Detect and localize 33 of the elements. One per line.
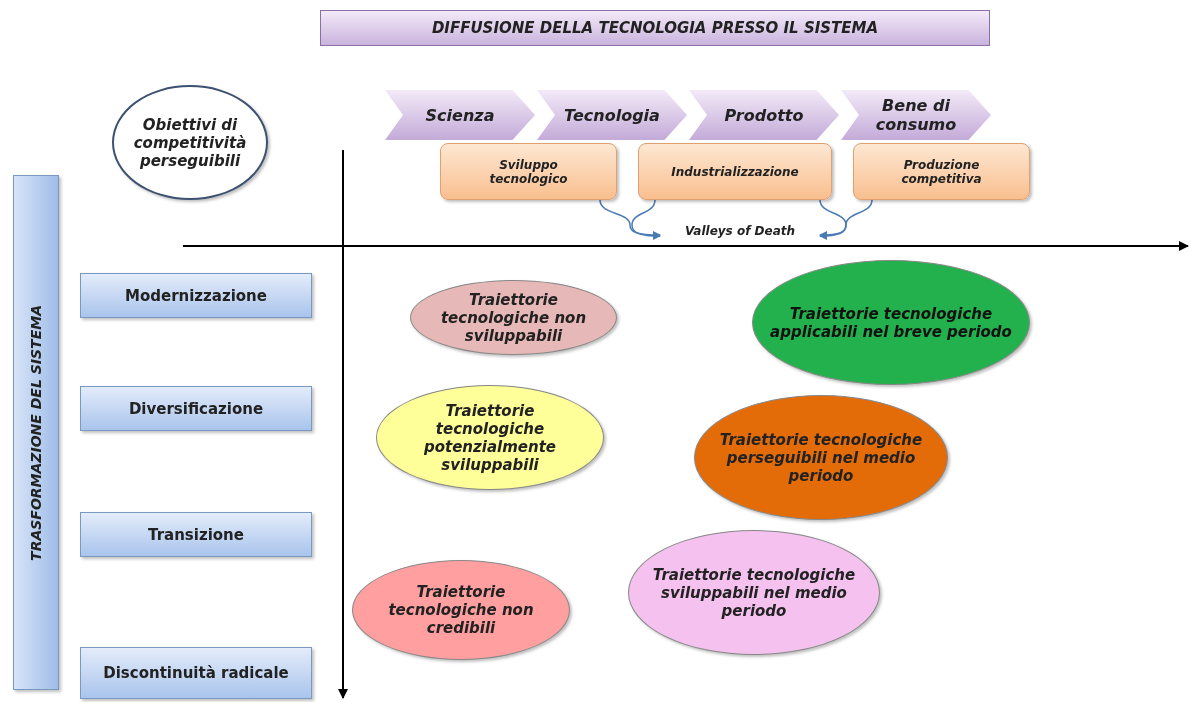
node-text: Traiettorie tecnologiche applicabili nel breve periodo [769,304,1013,341]
valleys-label: Valleys of Death [684,224,796,238]
phase-box [853,143,1030,200]
node-text: Modernizzazione [125,286,267,305]
title-band [320,10,990,46]
phase-box [638,143,832,200]
node-text: Traiettorie tecnologiche non sviluppabili [439,290,588,345]
node-text: Produzione competitiva [900,157,983,186]
node-text: Industrializzazione [671,164,799,179]
curved-arrow [819,199,847,240]
node-text: Obiettivi di competitività perseguibili [132,115,248,170]
node-text: Traiettorie tecnologiche potenzialmente sviluppabili [423,401,557,474]
node-text: Sviluppo tecnologico [488,157,569,186]
level-box [80,273,312,318]
node-text: Traiettorie tecnologiche sviluppabili nel medio periodo [651,565,857,620]
phase-box [440,143,617,200]
node-text: Scienza [425,105,495,125]
node-text: TRASFORMAZIONE DEL SISTEMA [28,304,44,561]
node-text: Transizione [148,525,244,544]
node-text: Traiettorie tecnologiche perseguibili nel medio periodo [718,430,924,485]
level-box [80,647,312,699]
node-text: Diversificazione [128,399,264,418]
node-text: Prodotto [724,105,804,125]
node-text: Discontinuità radicale [103,664,289,682]
node-text: Traiettorie tecnologiche non credibili [387,583,535,637]
level-box [80,512,312,557]
level-box [80,386,312,431]
node-text: DIFFUSIONE DELLA TECNOLOGIA PRESSO IL SISTEMA [431,19,879,37]
node-text: Bene di consumo [874,96,958,134]
curved-arrow [819,199,873,239]
node-text: Tecnologia [564,105,660,125]
curved-arrow [631,199,661,240]
axis-band [13,175,59,690]
